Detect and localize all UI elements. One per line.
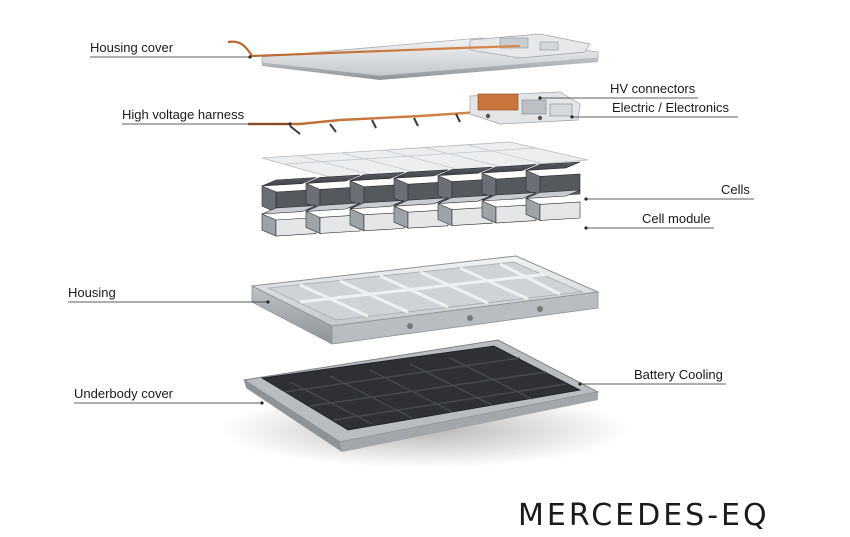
high-voltage-harness-part <box>248 108 501 135</box>
label-cell-module: Cell module <box>642 211 711 226</box>
label-cells: Cells <box>721 182 750 197</box>
label-electric-electronics: Electric / Electronics <box>612 100 730 115</box>
cell-module-part <box>261 189 581 237</box>
label-housing-cover: Housing cover <box>90 40 174 55</box>
label-underbody-cover: Underbody cover <box>74 386 174 401</box>
label-battery-cooling: Battery Cooling <box>634 367 723 382</box>
label-high-voltage-harness: High voltage harness <box>122 107 245 122</box>
leader-lines <box>68 55 754 405</box>
battery-cooling-part <box>260 345 582 431</box>
housing-cover-part <box>227 33 599 80</box>
mercedes-eq-logo: MERCEDES-EQ <box>518 498 770 533</box>
housing-part <box>250 255 600 345</box>
module-block <box>525 189 581 221</box>
label-hv-connectors: HV connectors <box>610 81 696 96</box>
module-top-plates <box>261 141 589 181</box>
label-housing: Housing <box>68 285 116 300</box>
hv-connectors-part <box>469 91 581 125</box>
